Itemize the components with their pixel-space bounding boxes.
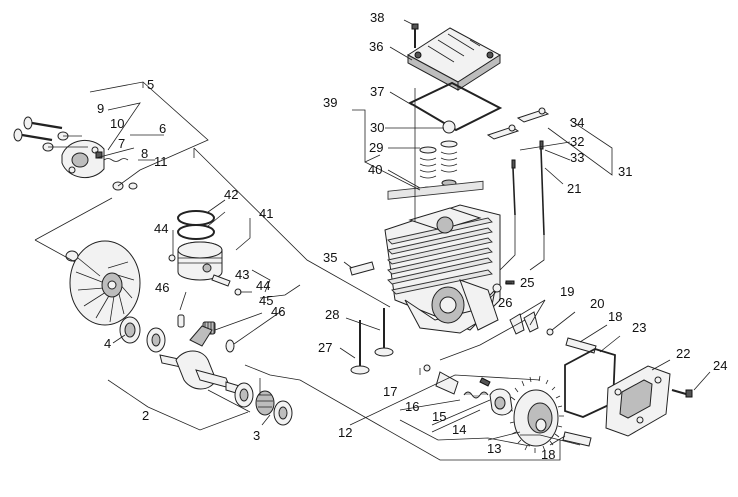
label-15: 15 bbox=[432, 409, 446, 424]
label-38: 38 bbox=[370, 10, 384, 25]
cover-gasket-part bbox=[407, 81, 503, 132]
label-23: 23 bbox=[632, 320, 646, 335]
flywheel-part bbox=[65, 240, 141, 326]
label-35: 35 bbox=[323, 250, 337, 265]
label-40: 40 bbox=[368, 162, 382, 177]
cover-bolt-part bbox=[411, 23, 419, 48]
label-17: 17 bbox=[383, 384, 397, 399]
label-13: 13 bbox=[487, 441, 501, 456]
label-29: 29 bbox=[369, 140, 383, 155]
label-20: 20 bbox=[590, 296, 604, 311]
label-14: 14 bbox=[452, 422, 466, 437]
label-5: 5 bbox=[147, 77, 154, 92]
cam-follower-part bbox=[509, 311, 597, 354]
label-28: 28 bbox=[325, 307, 339, 322]
piston-ring-part bbox=[177, 210, 215, 240]
label-8: 8 bbox=[141, 146, 148, 161]
label-27: 27 bbox=[318, 340, 332, 355]
piston-part bbox=[177, 241, 223, 281]
cam-gear-part bbox=[423, 364, 564, 453]
label-32: 32 bbox=[570, 134, 584, 149]
label-46-left: 46 bbox=[155, 280, 169, 295]
label-44-upper: 44 bbox=[154, 221, 168, 236]
label-4: 4 bbox=[104, 336, 111, 351]
label-25: 25 bbox=[520, 275, 534, 290]
dowel-pin-part bbox=[349, 261, 375, 276]
label-39: 39 bbox=[323, 95, 337, 110]
cover-screw-part bbox=[671, 389, 693, 398]
label-21: 21 bbox=[567, 181, 581, 196]
label-34: 34 bbox=[570, 115, 584, 130]
crankcase-cover-part bbox=[605, 365, 671, 437]
callout-labels: 2 3 4 5 6 7 8 9 10 11 12 13 14 15 16 17 … bbox=[97, 10, 727, 462]
label-31: 31 bbox=[618, 164, 632, 179]
label-43: 43 bbox=[235, 267, 249, 282]
label-26: 26 bbox=[498, 295, 512, 310]
label-12: 12 bbox=[338, 425, 352, 440]
rocker-arm-part bbox=[486, 107, 550, 236]
clutch-part bbox=[61, 140, 129, 178]
label-9: 9 bbox=[97, 101, 104, 116]
label-7: 7 bbox=[118, 136, 125, 151]
label-6: 6 bbox=[159, 121, 166, 136]
label-2: 2 bbox=[142, 408, 149, 423]
label-36: 36 bbox=[369, 39, 383, 54]
label-16: 16 bbox=[405, 399, 419, 414]
ball-bearing-part bbox=[119, 316, 254, 408]
cam-shaft-part bbox=[562, 431, 592, 447]
valve-spring-set-part bbox=[419, 120, 458, 194]
label-22: 22 bbox=[676, 346, 690, 361]
label-42: 42 bbox=[224, 187, 238, 202]
label-10: 10 bbox=[110, 116, 124, 131]
label-3: 3 bbox=[253, 428, 260, 443]
label-44-lower: 44 bbox=[256, 278, 270, 293]
label-33: 33 bbox=[570, 150, 584, 165]
label-18-lower: 18 bbox=[541, 447, 555, 462]
leader-lines bbox=[34, 19, 711, 461]
label-46-right: 46 bbox=[271, 304, 285, 319]
label-18-upper: 18 bbox=[608, 309, 622, 324]
crankshaft-part bbox=[159, 325, 247, 397]
label-11: 11 bbox=[154, 154, 168, 169]
fitting-part bbox=[492, 280, 515, 293]
label-41: 41 bbox=[259, 206, 273, 221]
label-19: 19 bbox=[560, 284, 574, 299]
label-24: 24 bbox=[713, 358, 727, 373]
label-37: 37 bbox=[370, 84, 384, 99]
label-45: 45 bbox=[259, 293, 273, 308]
head-cover-part bbox=[407, 27, 501, 91]
label-30: 30 bbox=[370, 120, 384, 135]
valve-part bbox=[350, 308, 394, 375]
crank-gear-part bbox=[255, 390, 293, 426]
cylinder-block-part bbox=[384, 180, 501, 334]
clutch-bolt-part bbox=[13, 116, 138, 191]
